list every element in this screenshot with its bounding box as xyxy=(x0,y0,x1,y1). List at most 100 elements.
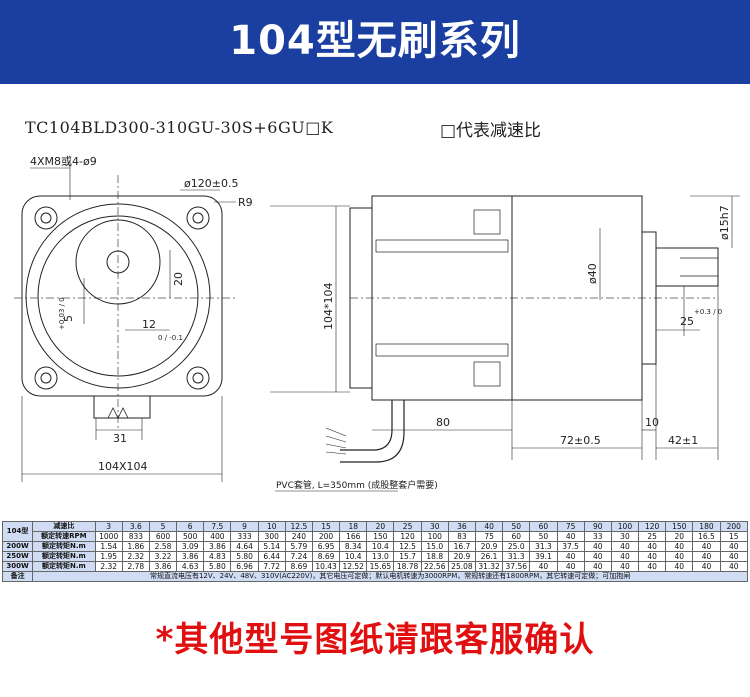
torque-cell: 39.1 xyxy=(529,551,558,562)
torque-cell: 37.56 xyxy=(502,561,531,572)
dim-25: 25 xyxy=(680,315,694,328)
torque-cell: 40 xyxy=(583,541,612,552)
table-header-label: 104型 xyxy=(1,521,34,542)
torque-cell: 10.43 xyxy=(311,561,341,572)
ratio-cell: 75 xyxy=(556,521,585,532)
cable xyxy=(340,400,393,451)
page-title: 104型无刷系列 xyxy=(229,18,521,64)
torque-cell: 40 xyxy=(583,561,612,572)
torque-cell: 10.4 xyxy=(366,541,395,552)
torque-cell: 40 xyxy=(638,541,667,552)
speed-cell: 33 xyxy=(583,531,612,542)
ratio-cell: 9 xyxy=(230,521,259,532)
torque-cell: 5.80 xyxy=(203,561,232,572)
torque-cell: 1.86 xyxy=(121,541,150,552)
table-row-note: 备注常规直流电压有12V、24V、48V、310V(AC220V)，其它电压可定… xyxy=(1,571,748,582)
torque-cell: 31.32 xyxy=(474,561,504,572)
torque-cell: 1.54 xyxy=(94,541,123,552)
torque-cell: 8.34 xyxy=(339,541,368,552)
torque-cell: 5.80 xyxy=(230,551,259,562)
speed-cell: 20 xyxy=(665,531,694,542)
speed-cell: 30 xyxy=(610,531,640,542)
dim-holes: 4XM8或4-ø9 xyxy=(30,155,97,168)
torque-cell: 26.1 xyxy=(474,551,504,562)
dim-42: 42±1 xyxy=(668,434,698,447)
speed-cell: 25 xyxy=(638,531,667,542)
torque-cell: 3.09 xyxy=(176,541,205,552)
torque-cell: 31.3 xyxy=(529,541,558,552)
ratio-cell: 10 xyxy=(257,521,286,532)
torque-cell: 3.86 xyxy=(203,541,232,552)
ratio-cell: 20 xyxy=(366,521,395,532)
torque-label: 额定转矩N.m xyxy=(32,551,96,562)
note-text: 常规直流电压有12V、24V、48V、310V(AC220V)，其它电压可定做；… xyxy=(32,571,748,582)
dim-104x104: 104X104 xyxy=(98,460,148,473)
cable-note: PVC套管, L=350mm (成股整套户需要) xyxy=(276,479,438,491)
speed-cell: 1000 xyxy=(94,531,123,542)
torque-cell: 40 xyxy=(556,551,585,562)
dim-10: 10 xyxy=(645,416,659,429)
torque-cell: 40 xyxy=(719,541,749,552)
torque-cell: 2.32 xyxy=(94,561,123,572)
torque-cell: 37.5 xyxy=(556,541,585,552)
torque-cell: 4.64 xyxy=(230,541,259,552)
dim-5: 5 xyxy=(62,315,75,322)
torque-cell: 31.3 xyxy=(502,551,531,562)
torque-cell: 15.7 xyxy=(393,551,422,562)
speed-cell: 600 xyxy=(148,531,178,542)
mount-hole xyxy=(34,206,58,230)
torque-cell: 18.78 xyxy=(393,561,422,572)
torque-cell: 15.65 xyxy=(366,561,395,572)
torque-cell: 40 xyxy=(610,561,640,572)
front-view xyxy=(14,160,236,482)
speed-cell: 166 xyxy=(339,531,368,542)
ratio-cell: 30 xyxy=(420,521,449,532)
torque-cell: 40 xyxy=(610,541,640,552)
ratio-note: □代表减速比 xyxy=(440,121,542,141)
torque-cell: 20.9 xyxy=(474,541,504,552)
torque-cell: 25.08 xyxy=(447,561,477,572)
front-flange xyxy=(21,195,223,397)
torque-cell: 12.5 xyxy=(393,541,422,552)
torque-cell: 40 xyxy=(665,541,694,552)
torque-cell: 40 xyxy=(692,561,721,572)
torque-cell: 16.7 xyxy=(447,541,477,552)
speed-cell: 300 xyxy=(257,531,286,542)
speed-cell: 120 xyxy=(393,531,422,542)
torque-cell: 3.86 xyxy=(176,551,205,562)
torque-cell: 40 xyxy=(719,561,749,572)
technical-drawing: 4XM8或4-ø9 ø120±0.5 R9 20 5 +0.03 / 0 12 … xyxy=(14,155,740,492)
ratio-cell: 200 xyxy=(719,521,749,532)
ratio-cell: 100 xyxy=(610,521,640,532)
speed-cell: 100 xyxy=(420,531,449,542)
note-label: 备注 xyxy=(1,571,34,582)
dim-72: 72±0.5 xyxy=(560,434,601,447)
torque-cell: 40 xyxy=(583,551,612,562)
torque-cell: 13.0 xyxy=(366,551,395,562)
torque-cell: 4.83 xyxy=(203,551,232,562)
title-banner: 104型无刷系列 xyxy=(0,0,750,84)
torque-cell: 6.44 xyxy=(257,551,286,562)
torque-cell: 8.69 xyxy=(311,551,341,562)
ratio-cell: 5 xyxy=(148,521,178,532)
speed-cell: 40 xyxy=(556,531,585,542)
dim-25-tol: +0.3 / 0 xyxy=(694,308,722,316)
ratio-cell: 6 xyxy=(176,521,205,532)
torque-cell: 40 xyxy=(610,551,640,562)
torque-label: 额定转矩N.m xyxy=(32,541,96,552)
speed-cell: 333 xyxy=(230,531,259,542)
ratio-cell: 36 xyxy=(447,521,477,532)
torque-cell: 1.95 xyxy=(94,551,123,562)
torque-cell: 40 xyxy=(665,551,694,562)
footer-note: *其他型号图纸请跟客服确认 xyxy=(155,620,595,660)
torque-cell: 12.52 xyxy=(339,561,368,572)
ratio-cell: 180 xyxy=(692,521,721,532)
mount-hole xyxy=(186,206,210,230)
dim-80: 80 xyxy=(436,416,450,429)
speed-cell: 150 xyxy=(366,531,395,542)
side-view xyxy=(270,195,740,492)
